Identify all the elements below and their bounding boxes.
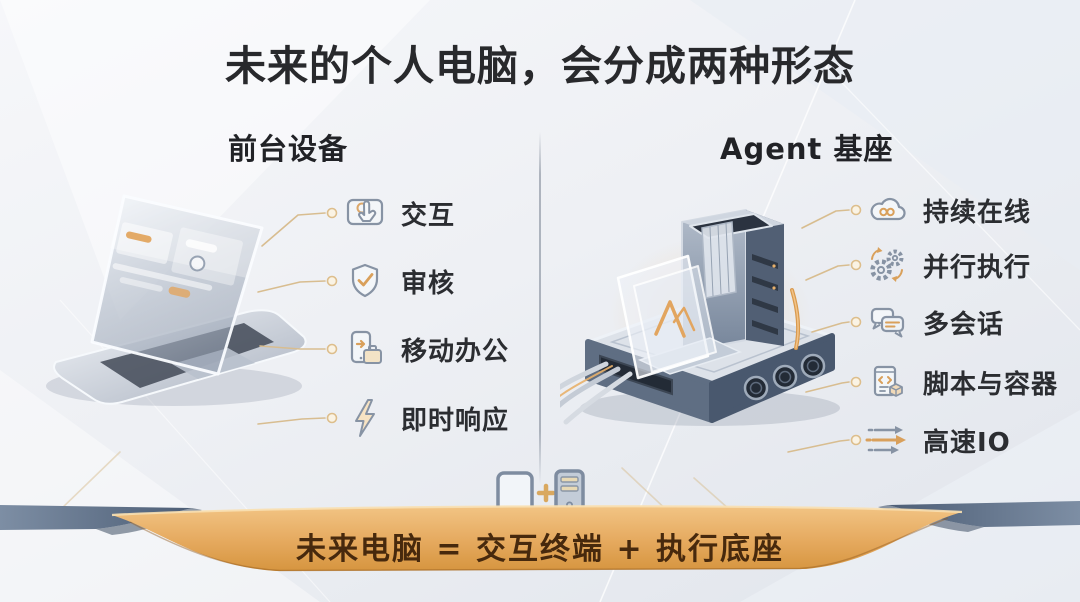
feature-item-instant-response: 即时响应	[342, 395, 509, 441]
tap-icon	[342, 190, 388, 236]
server-base-illustration	[560, 209, 840, 426]
lightning-icon	[342, 395, 388, 441]
feature-item-scripts-containers: 脚本与容器	[864, 359, 1058, 405]
script-container-icon	[864, 359, 910, 405]
shield-check-icon	[342, 258, 388, 304]
feature-label: 多会话	[923, 309, 1005, 340]
feature-item-parallel-execution: 并行执行	[864, 242, 1031, 288]
feature-label: 交互	[401, 200, 456, 231]
speed-arrows-icon	[864, 417, 910, 463]
page-title: 未来的个人电脑，会分成两种形态	[225, 42, 855, 90]
feature-item-high-speed-io: 高速IO	[864, 417, 1011, 463]
feature-item-interaction: 交互	[342, 190, 455, 236]
feature-item-review: 审核	[342, 258, 455, 304]
laptop-illustration	[46, 194, 307, 406]
left-section-header: 前台设备	[228, 132, 349, 166]
feature-label: 审核	[401, 268, 456, 299]
feature-label: 并行执行	[923, 252, 1032, 283]
feature-label: 即时响应	[401, 405, 510, 436]
feature-label: 持续在线	[923, 197, 1032, 228]
chat-bubbles-icon	[864, 299, 910, 345]
server-ports	[743, 353, 826, 401]
feature-item-always-online: 持续在线	[864, 187, 1031, 233]
feature-item-multi-session: 多会话	[864, 299, 1004, 345]
center-divider	[539, 132, 541, 484]
feature-label: 移动办公	[401, 336, 510, 367]
right-section-header: Agent 基座	[720, 132, 894, 166]
banner-formula: 未来电脑 = 交互终端 + 执行底座	[295, 532, 785, 567]
feature-item-mobile-office: 移动办公	[342, 326, 509, 372]
mobile-office-icon	[342, 326, 388, 372]
gears-icon	[864, 242, 910, 288]
cloud-infinity-icon	[864, 187, 910, 233]
feature-label: 高速IO	[923, 427, 1011, 458]
feature-label: 脚本与容器	[923, 369, 1059, 400]
